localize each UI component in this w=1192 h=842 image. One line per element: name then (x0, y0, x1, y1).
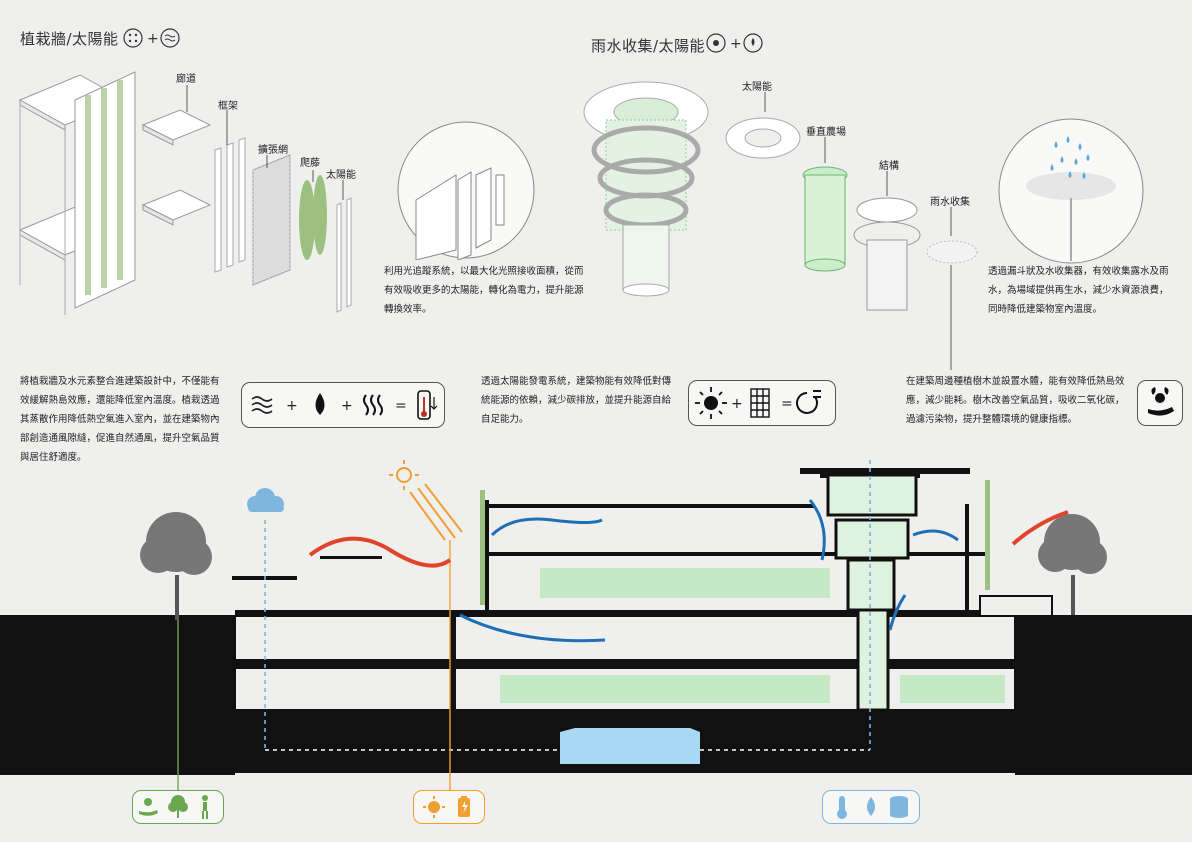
svg-text:+: + (731, 396, 743, 412)
blue-icon-box (822, 790, 920, 824)
cool-air-arrows (459, 499, 959, 643)
right-panel-title: 雨水收集/太陽能 (591, 37, 706, 55)
structure-piece (853, 197, 921, 311)
label-frame: 框架 (218, 101, 238, 112)
vertical-farm-tower-diagram (583, 81, 709, 297)
floor-slab-top (18, 74, 127, 131)
svg-text:+: + (341, 398, 353, 414)
water-drop-icon (315, 393, 325, 415)
ground (0, 615, 1192, 775)
facade-vines (85, 80, 123, 295)
svg-text:+: + (286, 398, 298, 414)
sun-icon (695, 387, 727, 419)
heat-icon (363, 394, 383, 416)
right-title-icons: + (706, 33, 763, 53)
solar-panel-icon (750, 388, 770, 418)
farm-racks (500, 568, 1005, 703)
label-corridor: 廊道 (176, 74, 196, 85)
frame-piece (214, 137, 246, 273)
label-mesh: 擴張網 (258, 145, 288, 156)
vertical-farm-core (826, 473, 918, 712)
left-title-icons: + (123, 28, 180, 48)
green-icon-box (132, 790, 224, 824)
svg-text:+: + (730, 36, 742, 52)
solar-piece (336, 197, 352, 313)
hand-plant-icon (139, 798, 158, 816)
battery-icon (458, 796, 470, 817)
svg-text:=: = (781, 396, 793, 412)
tree-left (140, 512, 212, 620)
corridor-piece (141, 109, 212, 226)
water-tank (560, 728, 700, 764)
mesh-piece (252, 154, 291, 286)
cloud-left (247, 488, 284, 512)
label-vertical-farm: 垂直農場 (806, 127, 846, 138)
orange-icon-box (413, 790, 485, 824)
building-section-drawing (0, 460, 1192, 795)
cooling-equation-box: + + = (241, 382, 445, 428)
eco-icon-box (1137, 380, 1183, 426)
green-wall-exploded-diagram (18, 71, 352, 315)
sun-icon-section (389, 460, 463, 541)
database-icon (890, 796, 908, 818)
solar-description: 透過太陽能發電系統，建築物能有效降低對傳統能源的依賴，減少碳排放，並提升能源自給… (481, 376, 672, 425)
left-panel-title: 植栽牆/太陽能 (20, 30, 119, 48)
label-solar-left: 太陽能 (326, 170, 356, 181)
solar-ring-piece (725, 117, 801, 159)
hand-plant-icon (1148, 387, 1174, 416)
trees-description: 在建築周邊種植樹木並設置水體，能有效降低熱島效應，減少能耗。樹木改善空氣品質，吸… (906, 376, 1125, 425)
person-icon (202, 795, 208, 819)
water-drop-icon (867, 797, 875, 816)
tree-icon (168, 795, 188, 818)
green-wall-description: 將植栽牆及水元素整合進建築設計中，不僅能有效緩解熱島效應，還能降低室內溫度。植栽… (20, 376, 220, 463)
svg-text:=: = (395, 398, 407, 414)
rain-funnel-text: 透過漏斗狀及水收集器，有效收集露水及雨水，為場域提供再生水，減少水資源浪費，同時… (988, 266, 1169, 315)
wind-icon (251, 396, 273, 414)
label-vine: 爬藤 (300, 158, 320, 169)
sun-icon (423, 796, 445, 818)
solar-equation-box: + = (688, 380, 836, 426)
rain-funnel-detail-circle (998, 118, 1144, 264)
rain-collector-piece (926, 240, 978, 264)
label-solar-right: 太陽能 (742, 82, 772, 93)
thermometer-icon (837, 796, 847, 819)
svg-text:+: + (147, 31, 159, 47)
vertical-farm-piece (802, 166, 848, 272)
hot-air-arrows (308, 510, 1069, 568)
thermometer-icon (417, 390, 438, 420)
vine-piece (299, 175, 327, 260)
solar-tracking-detail-circle (397, 121, 535, 260)
tree-right (1038, 514, 1107, 615)
label-rain-collection: 雨水收集 (930, 197, 970, 208)
label-structure: 結構 (879, 161, 899, 172)
solar-tracking-text: 利用光追蹤系統，以最大化光照接收面積，從而有效吸收更多的太陽能，轉化為電力，提升… (384, 266, 584, 315)
plug-icon (796, 390, 821, 414)
